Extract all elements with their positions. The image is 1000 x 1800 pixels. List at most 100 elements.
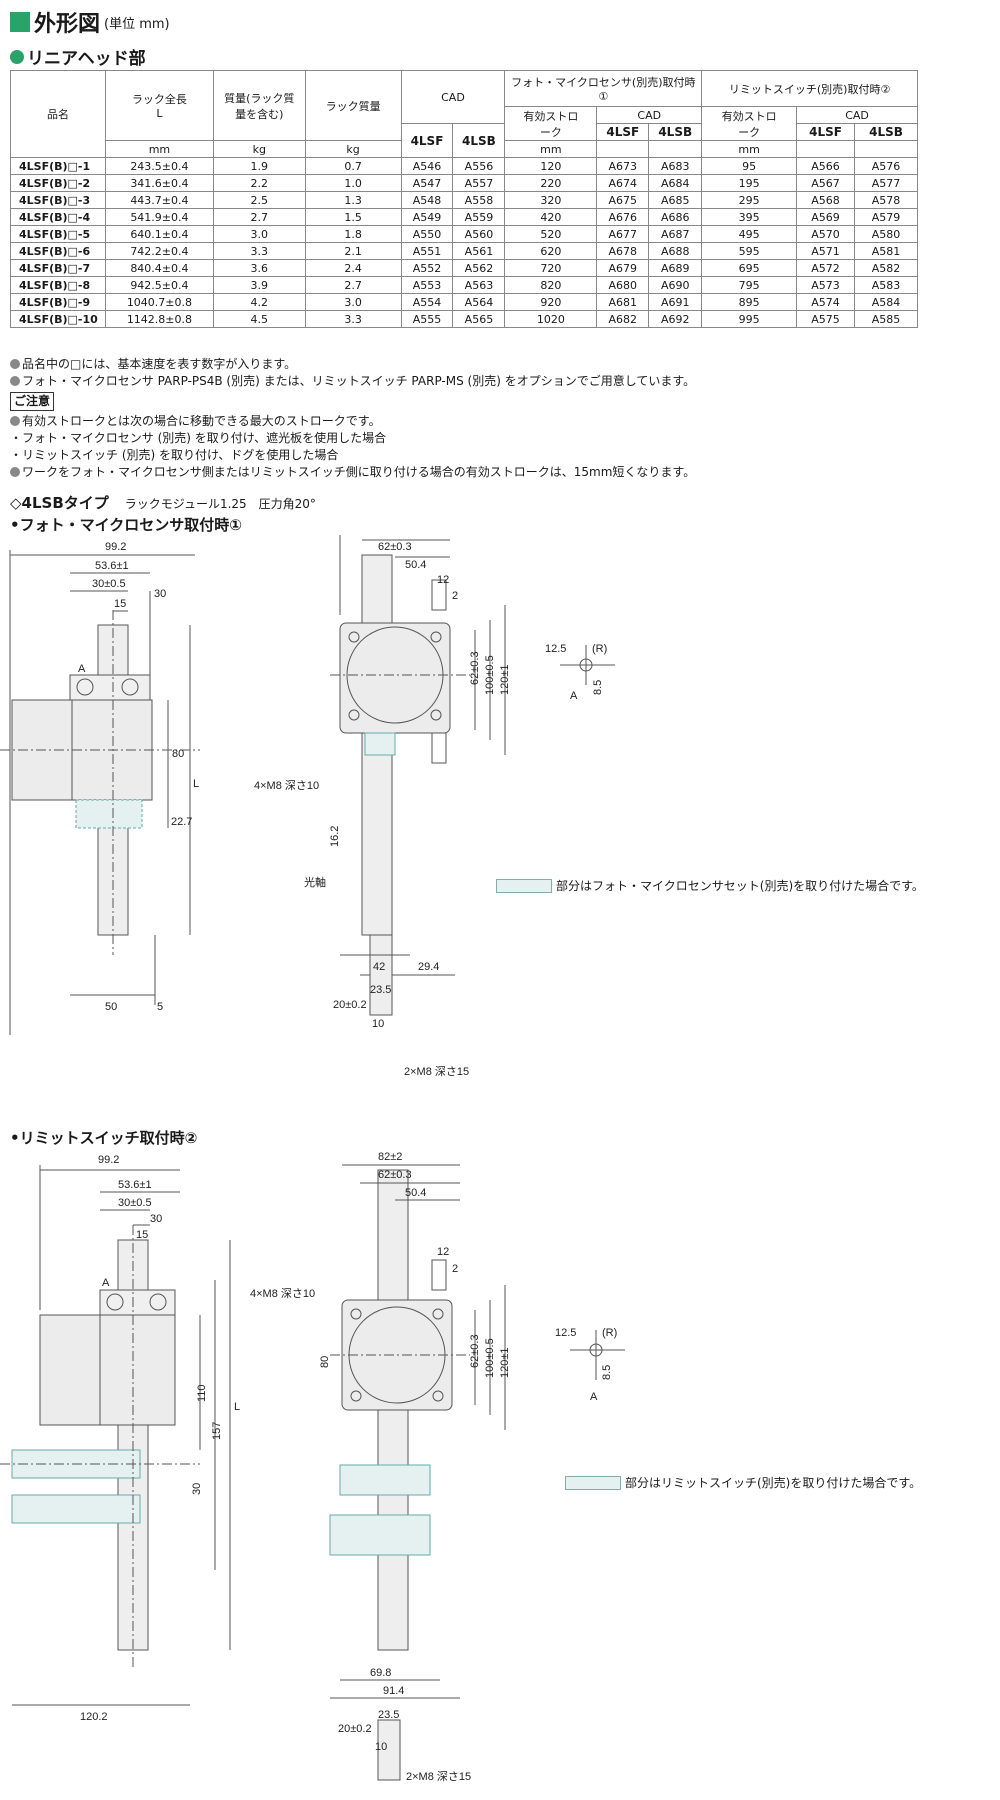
table-cell: A579 — [854, 208, 918, 226]
label-r: (R) — [592, 643, 607, 655]
table-cell: 395 — [701, 208, 798, 226]
label-m8b: 2×M8 深さ15 — [404, 1065, 469, 1078]
table-cell: 840.4±0.4 — [104, 259, 214, 277]
dim-80: 80 — [319, 1356, 331, 1368]
dim-42: 42 — [373, 961, 385, 973]
table-cell: A559 — [452, 208, 506, 226]
dim-22-7: 22.7 — [171, 816, 192, 828]
dim-82: 82±2 — [378, 535, 402, 537]
th-name: 品名 — [10, 70, 106, 158]
table-cell: 3.0 — [304, 293, 402, 311]
caution-label: ご注意 — [10, 392, 55, 411]
photo-sensor-drawing: 99.2 53.6±1 30±0.5 30 15 A 80 L 22.7 50 … — [0, 535, 615, 1078]
dim-12: 12 — [437, 1246, 449, 1258]
dim-30-b: 30 — [191, 1483, 203, 1495]
dim-100: 100±0.5 — [484, 1338, 496, 1378]
limit-switch-drawing: 99.2 53.6±1 30±0.5 30 15 A 110 157 L 30 … — [0, 1151, 625, 1783]
table-cell: A692 — [648, 310, 703, 328]
table-cell: 420 — [504, 208, 598, 226]
th-blank-3 — [796, 140, 855, 158]
square-icon — [10, 12, 30, 32]
dim-12-5: 12.5 — [545, 643, 566, 655]
table-cell: A546 — [400, 157, 454, 175]
table-cell: A686 — [648, 208, 703, 226]
table-cell: A683 — [648, 157, 703, 175]
table-cell: 820 — [504, 276, 598, 294]
table-cell: A684 — [648, 174, 703, 192]
dim-62: 62±0.3 — [378, 1169, 412, 1181]
table-cell: 3.0 — [212, 225, 306, 243]
table-cell: 640.1±0.4 — [104, 225, 214, 243]
table-cell: A548 — [400, 191, 454, 209]
table-cell: A569 — [796, 208, 855, 226]
table-cell: 320 — [504, 191, 598, 209]
table-cell: 1.0 — [304, 174, 402, 192]
th-photo-cad: CAD — [596, 106, 703, 124]
table-cell: A677 — [596, 225, 650, 243]
type-title: ◇4LSBタイプラックモジュール1.25 圧力角20° — [10, 492, 316, 513]
dim-30: 30 — [150, 1213, 162, 1225]
table-cell-name: 4LSF(B)□-10 — [10, 310, 106, 328]
table-cell: A571 — [796, 242, 855, 260]
table-cell: 742.2±0.4 — [104, 242, 214, 260]
table-cell: A550 — [400, 225, 454, 243]
label-m8: 4×M8 深さ10 — [254, 779, 319, 792]
type-title-text: ◇4LSBタイプ — [10, 494, 109, 512]
table-cell: 2.1 — [304, 242, 402, 260]
th-unit-length: mm — [104, 140, 214, 158]
table-cell: A581 — [854, 242, 918, 260]
legend-swatch — [565, 1475, 621, 1490]
title-text: 外形図 — [34, 12, 101, 37]
table-cell: 620 — [504, 242, 598, 260]
table-cell: A573 — [796, 276, 855, 294]
label-a: A — [102, 1277, 110, 1289]
notes: 品名中の□には、基本速度を表す数字が入ります。 フォト・マイクロセンサ PARP… — [10, 356, 970, 481]
table-cell: A689 — [648, 259, 703, 277]
th-limit-stroke: 有効ストローク — [701, 106, 798, 141]
note-text: ・フォト・マイクロセンサ (別売) を取り付け、遮光板を使用した場合 — [10, 431, 387, 445]
table-cell: 4.2 — [212, 293, 306, 311]
table-cell: 243.5±0.4 — [104, 157, 214, 175]
th-cad-lsf: 4LSF — [400, 123, 454, 158]
table-cell: A576 — [854, 157, 918, 175]
table-cell: A681 — [596, 293, 650, 311]
dim-50: 50 — [105, 1001, 117, 1013]
dim-8-5: 8.5 — [601, 1365, 613, 1380]
dim-2: 2 — [452, 590, 458, 602]
table-cell: A555 — [400, 310, 454, 328]
dim-23-5: 23.5 — [378, 1709, 399, 1721]
section-title: リニアヘッド部 — [10, 44, 146, 69]
table-cell-name: 4LSF(B)□-5 — [10, 225, 106, 243]
table-cell: 1.9 — [212, 157, 306, 175]
table-cell: 1020 — [504, 310, 598, 328]
limit-title: •リミットスイッチ取付時② — [10, 1129, 198, 1147]
dim-99-2: 99.2 — [98, 1154, 119, 1166]
th-photo-group: フォト・マイクロセンサ(別売)取付時① — [504, 70, 703, 107]
label-shaft: 光軸 — [304, 875, 326, 889]
th-cad: CAD — [400, 70, 506, 124]
table-cell: A575 — [796, 310, 855, 328]
table-cell: A691 — [648, 293, 703, 311]
note-line: フォト・マイクロセンサ PARP-PS4B (別売) または、リミットスイッチ … — [10, 373, 970, 390]
section-text: リニアヘッド部 — [27, 49, 146, 69]
table-cell: A554 — [400, 293, 454, 311]
note-text: フォト・マイクロセンサ PARP-PS4B (別売) または、リミットスイッチ … — [22, 374, 696, 388]
table-cell: 3.3 — [212, 242, 306, 260]
th-limit-cad: CAD — [796, 106, 918, 124]
table-cell: 920 — [504, 293, 598, 311]
table-cell: 220 — [504, 174, 598, 192]
table-cell: A578 — [854, 191, 918, 209]
table-cell: 1040.7±0.8 — [104, 293, 214, 311]
dim-15: 15 — [114, 598, 126, 610]
table-cell: 595 — [701, 242, 798, 260]
table-cell: 1.8 — [304, 225, 402, 243]
table-cell: A679 — [596, 259, 650, 277]
table-cell: 995 — [701, 310, 798, 328]
table-cell: A561 — [452, 242, 506, 260]
bullet-icon — [10, 49, 24, 64]
